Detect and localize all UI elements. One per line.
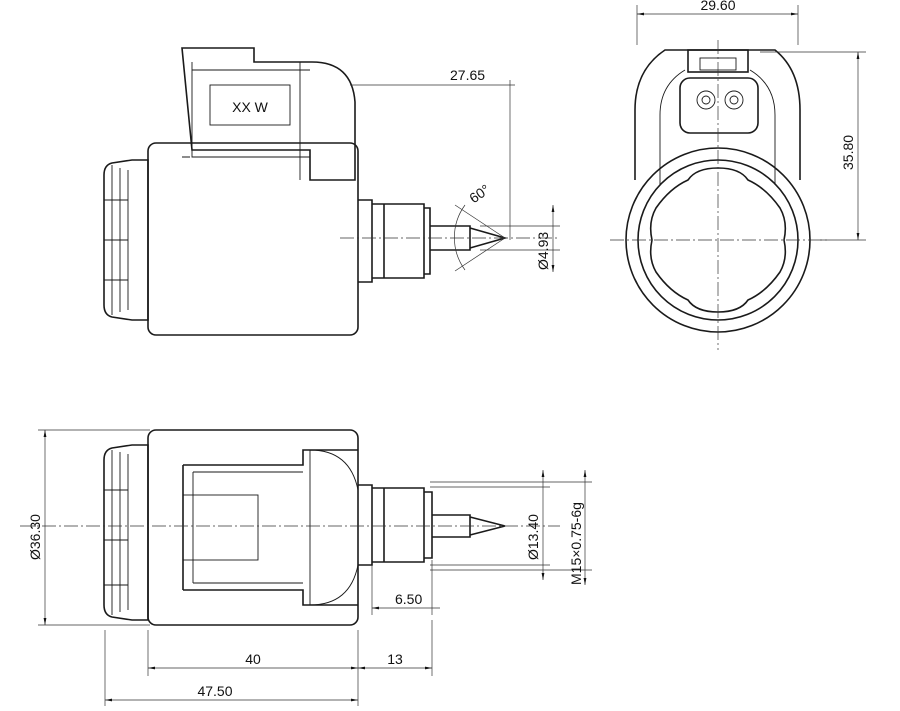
dim-tip-diameter: Ø4.93	[535, 232, 551, 270]
dim-stem-diameter: Ø13.40	[525, 514, 541, 560]
front-view: 29.60 35.80	[610, 0, 866, 350]
dim-35-80: 35.80	[840, 135, 856, 170]
dim-body-diameter: Ø36.30	[27, 514, 43, 560]
dim-body-length: 40	[245, 651, 261, 667]
top-view-bottom: Ø36.30 Ø13.40 M15×0.75-6g 6.50 40 13 47.…	[20, 429, 592, 706]
side-view-top: XX W 27.65 60° Ø4.93	[103, 47, 560, 336]
dim-overall-length: 47.50	[197, 683, 232, 699]
dim-29-60: 29.60	[700, 0, 735, 13]
part-label: XX W	[232, 99, 269, 115]
dim-thread: M15×0.75-6g	[568, 502, 584, 585]
dim-stem-length: 13	[387, 651, 403, 667]
dim-27-65: 27.65	[450, 67, 485, 83]
dim-thread-length: 6.50	[395, 591, 422, 607]
dim-angle: 60°	[466, 181, 493, 206]
